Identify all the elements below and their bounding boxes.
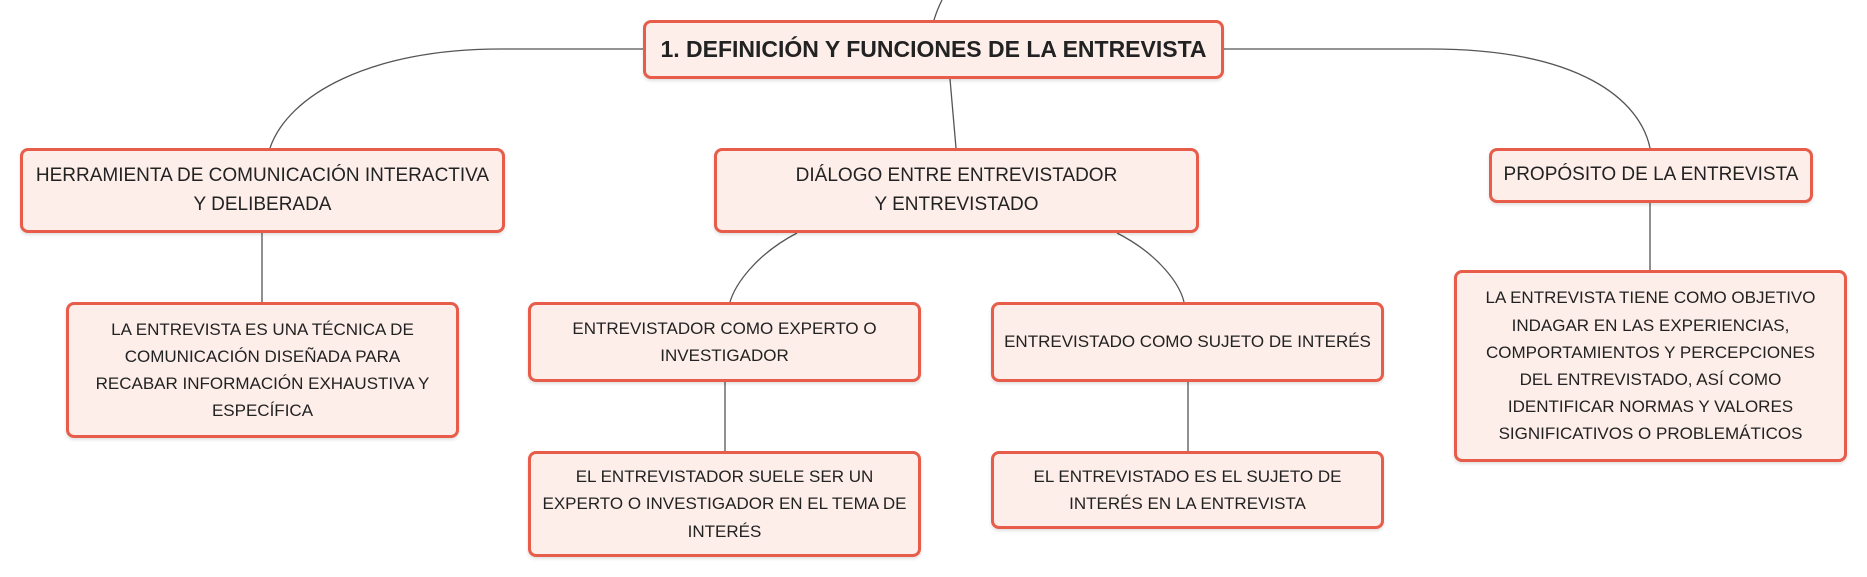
root-topic-node[interactable]: 1. DEFINICIÓN Y FUNCIONES DE LA ENTREVIS… <box>643 20 1224 79</box>
subtopic-tecnica-node[interactable]: LA ENTREVISTA ES UNA TÉCNICA DE COMUNICA… <box>66 302 459 438</box>
topic-herramienta-node[interactable]: HERRAMIENTA DE COMUNICACIÓN INTERACTIVA … <box>20 148 505 233</box>
subtopic-entrevistado-node[interactable]: ENTREVISTADO COMO SUJETO DE INTERÉS <box>991 302 1384 382</box>
connector-dialogo-to-entrevistado <box>1116 232 1185 303</box>
subtopic-objetivo-node[interactable]: LA ENTREVISTA TIENE COMO OBJETIVO INDAGA… <box>1454 270 1847 462</box>
topic-dialogo-node[interactable]: DIÁLOGO ENTRE ENTREVISTADOR Y ENTREVISTA… <box>714 148 1199 233</box>
connector-root-to-proposito <box>1224 48 1651 149</box>
subtopic-entrevistador-node[interactable]: ENTREVISTADOR COMO EXPERTO O INVESTIGADO… <box>528 302 921 382</box>
subtopic-sujeto-node[interactable]: EL ENTREVISTADO ES EL SUJETO DE INTERÉS … <box>991 451 1384 529</box>
connector-root-to-herramienta <box>269 48 643 149</box>
connector-root-parent <box>933 0 943 21</box>
subtopic-experto-node[interactable]: EL ENTREVISTADOR SUELE SER UN EXPERTO O … <box>528 451 921 557</box>
topic-proposito-node[interactable]: PROPÓSITO DE LA ENTREVISTA <box>1489 148 1813 203</box>
connector-root-to-dialogo <box>949 78 957 149</box>
connector-dialogo-to-entrevistador <box>729 232 798 303</box>
